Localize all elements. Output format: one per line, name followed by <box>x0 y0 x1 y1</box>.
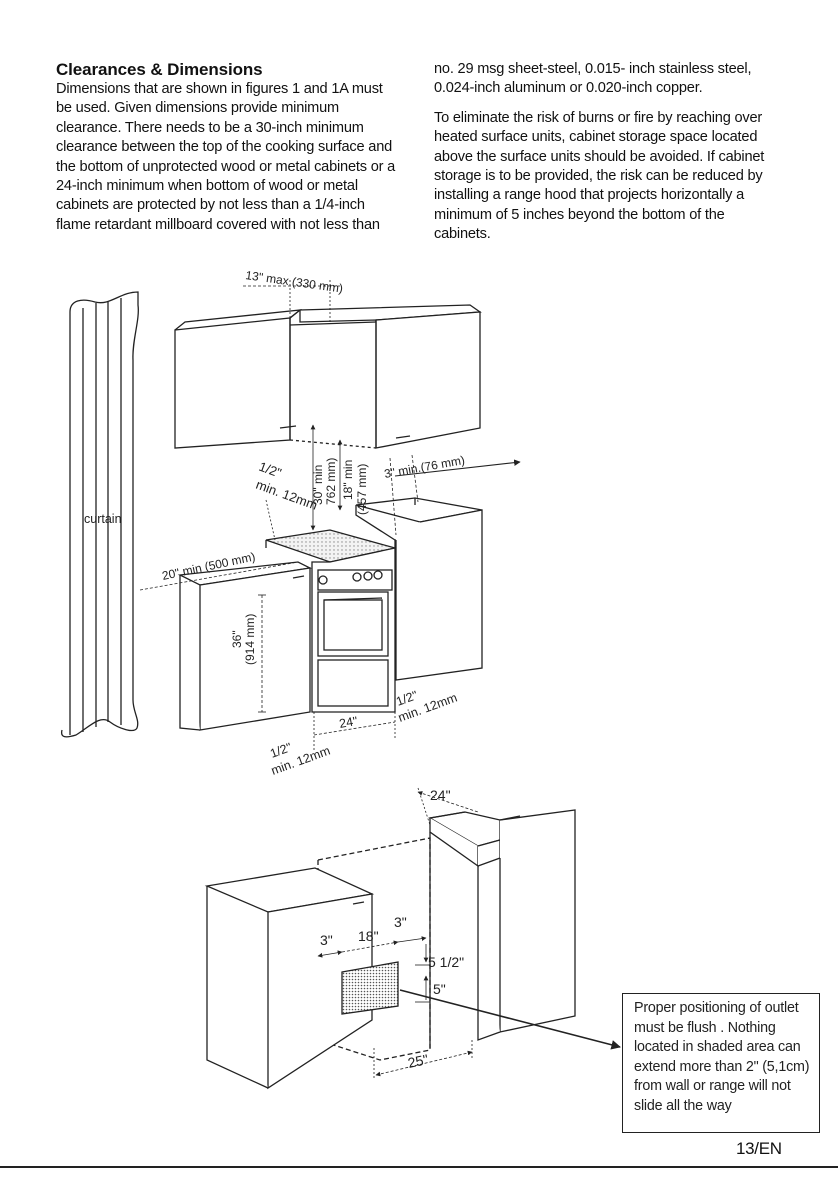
label-top-clearance-mm: 762 mm) <box>324 458 338 505</box>
footer-rule <box>0 1166 838 1168</box>
label-fig2-18: 18" <box>358 928 379 944</box>
label-top-clearance-in: 30" min <box>311 465 325 505</box>
shaded-outlet-area <box>341 961 399 1015</box>
label-height-mm: (914 mm) <box>243 614 257 665</box>
figure-1-dimension-lines <box>139 280 521 752</box>
label-fig2-depth: 25" <box>406 1051 429 1071</box>
label-half-inch-top: 1/2" <box>257 459 284 481</box>
label-side-clearance-mm: (457 mm) <box>355 464 369 515</box>
note-pointer-arrow <box>399 989 621 1050</box>
fig2-left-cabinet <box>204 867 375 1090</box>
label-fig2-width: 24" <box>430 787 451 803</box>
paragraph-clearances: Dimensions that are shown in figures 1 a… <box>56 81 396 233</box>
right-column: no. 29 msg sheet-steel, 0.015- inch stai… <box>434 60 784 255</box>
label-height-in: 36" <box>230 630 244 648</box>
label-oven-width: 24" <box>338 714 358 731</box>
figure-2-outlet-position <box>204 787 621 1090</box>
range-oven <box>265 529 396 713</box>
paragraph-risk: To eliminate the risk of burns or fire b… <box>434 109 765 243</box>
page-number: 13/EN <box>736 1139 782 1158</box>
figure-1-kitchen-clearances <box>60 280 521 752</box>
curtain-drawing <box>60 291 139 738</box>
label-fig2-5: 5" <box>433 981 446 997</box>
outlet-positioning-note: Proper positioning of outlet must be flu… <box>622 993 820 1133</box>
label-fig2-3-right: 3" <box>394 914 407 930</box>
label-side-gap: 3" min.(76 mm) <box>383 453 466 481</box>
label-half-inch-top-mm: min. 12mm <box>254 477 320 513</box>
label-hood-width: 13" max (330 mm) <box>245 268 344 296</box>
upper-cabinets <box>174 304 482 449</box>
left-column: Clearances & Dimensions Dimensions that … <box>56 60 401 245</box>
label-side-clearance-in: 18" min <box>341 460 355 500</box>
figure-2-dimension-lines <box>317 787 479 1080</box>
fig2-right-cabinet <box>428 809 576 1048</box>
label-fig2-3-left: 3" <box>320 932 333 948</box>
right-base-cabinet <box>355 497 483 681</box>
paragraph-materials: no. 29 msg sheet-steel, 0.015- inch stai… <box>434 61 752 97</box>
label-fig2-5-half: 5 1/2" <box>428 954 464 970</box>
left-base-cabinet <box>177 561 313 731</box>
section-title: Clearances & Dimensions <box>56 60 263 79</box>
note-text: Proper positioning of outlet must be flu… <box>634 1000 810 1114</box>
label-curtain: curtain <box>84 512 122 526</box>
